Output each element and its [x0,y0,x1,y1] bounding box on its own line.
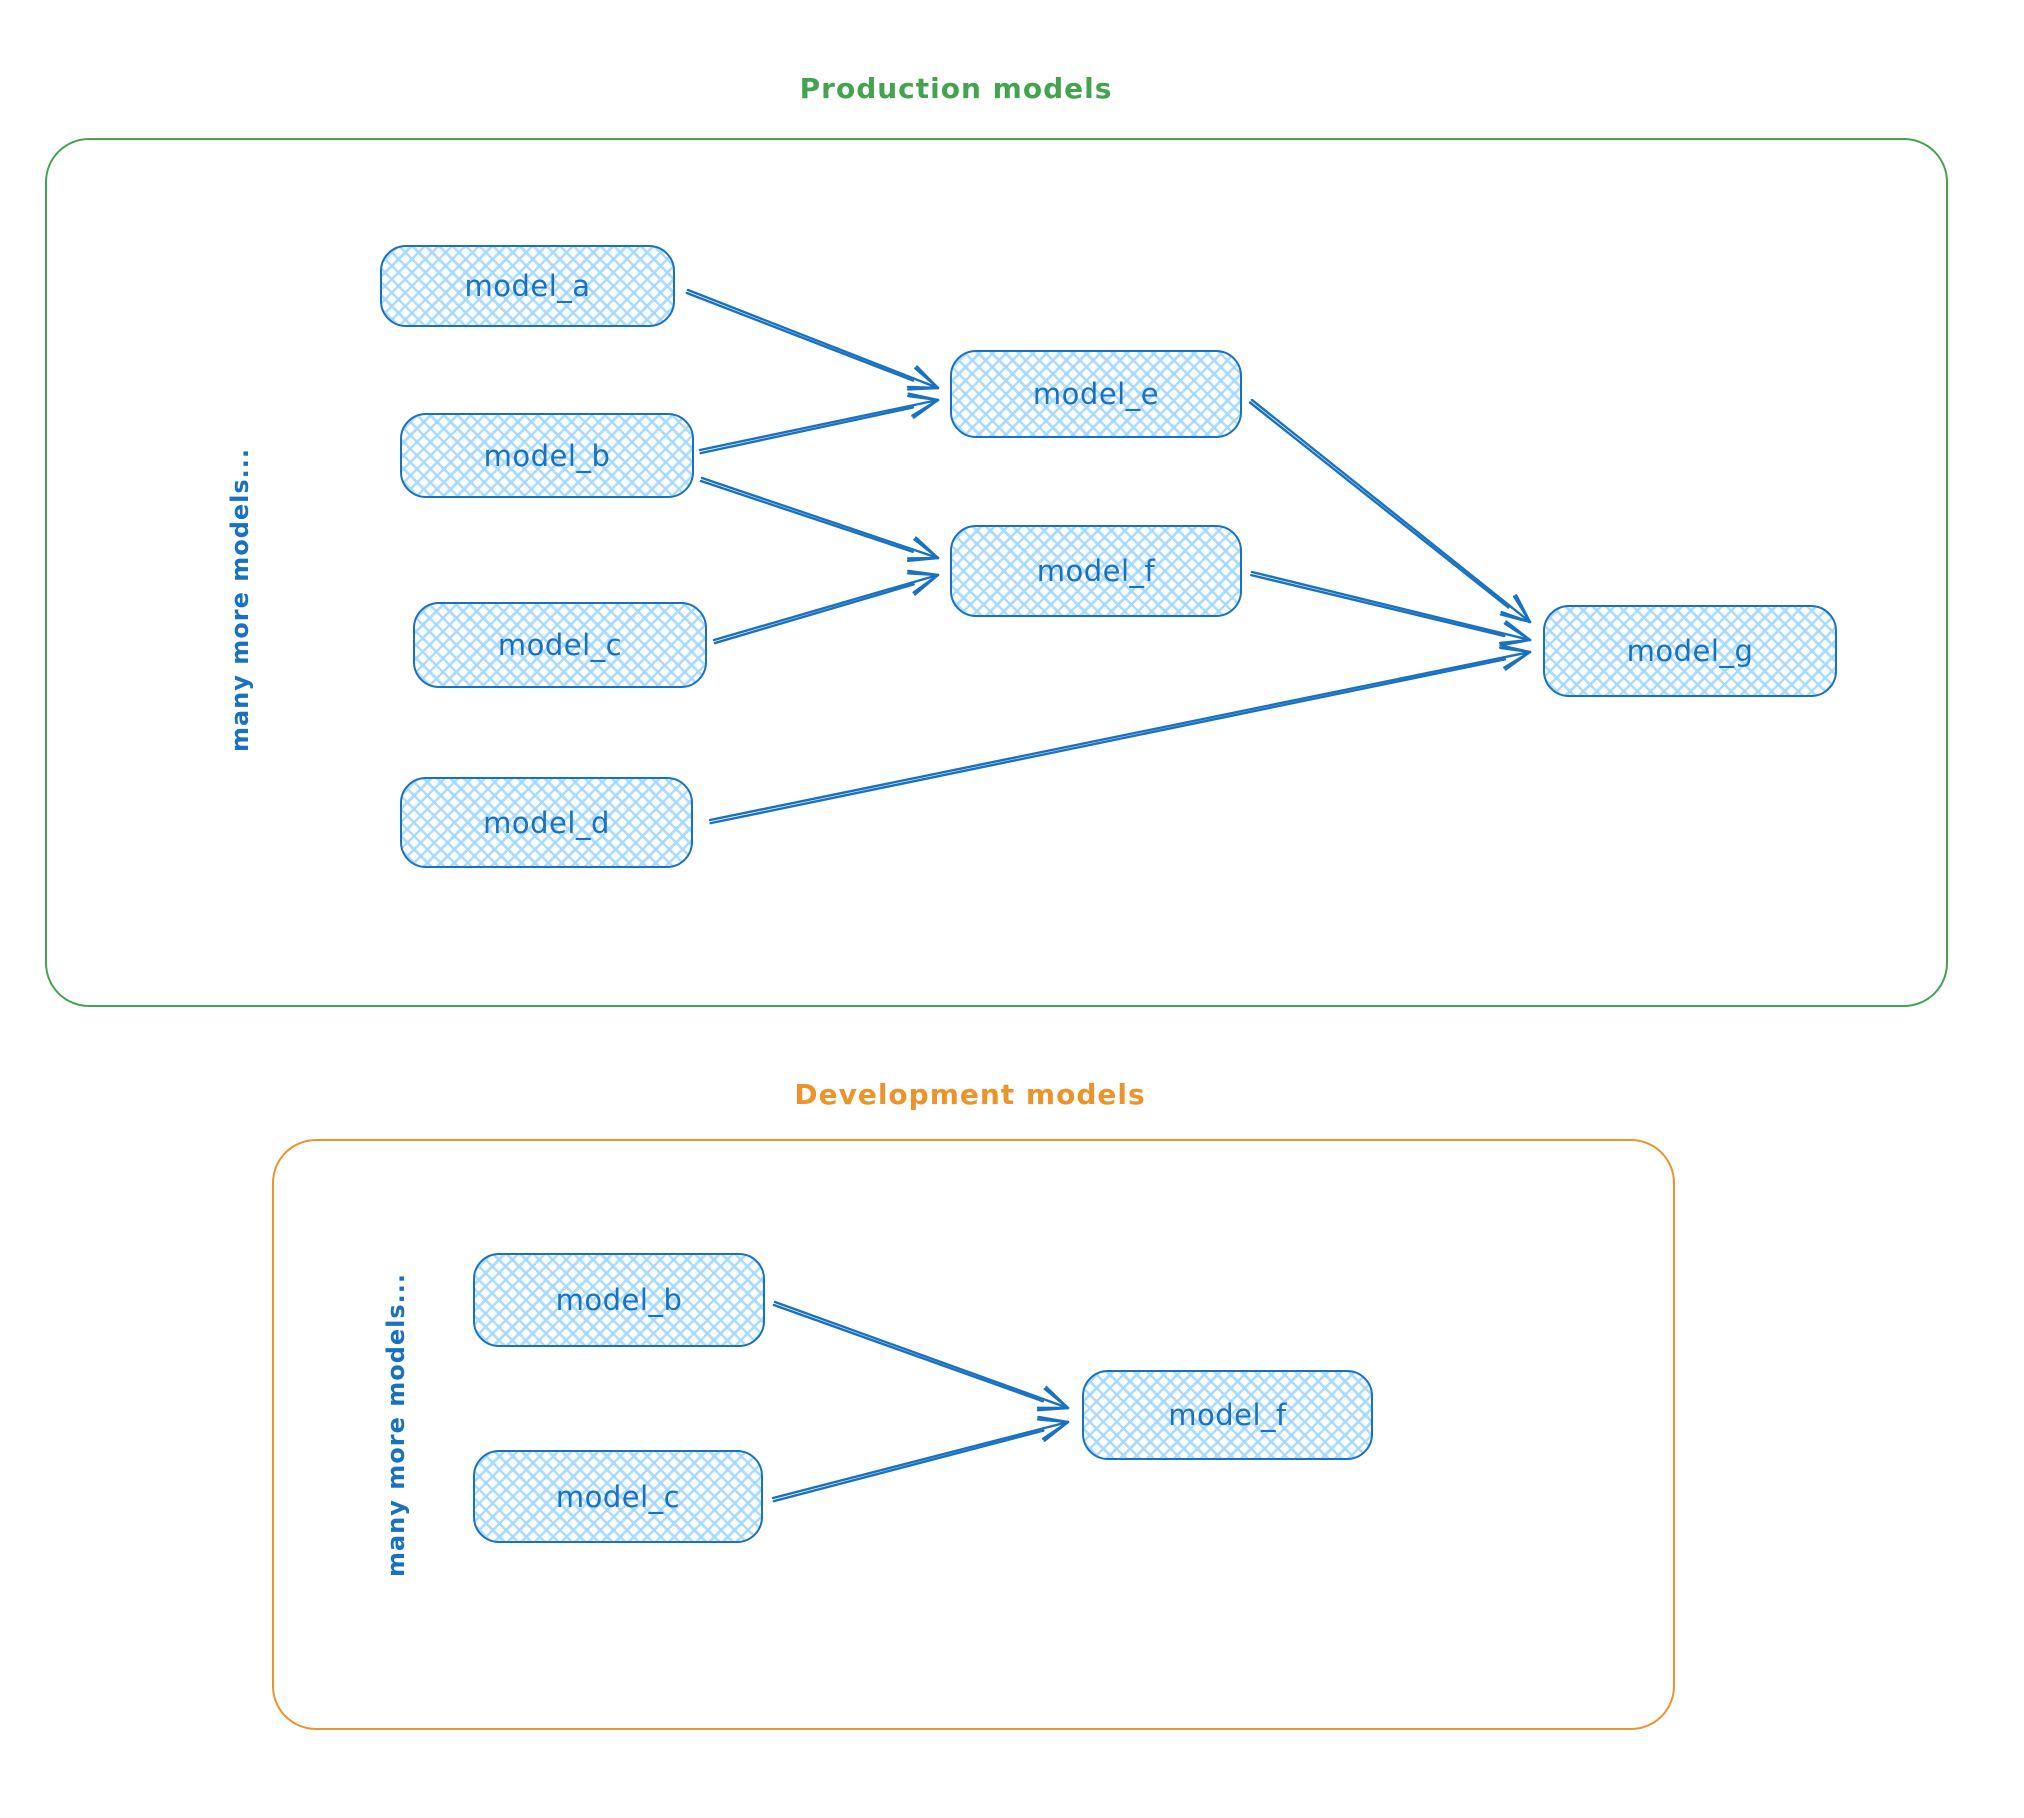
development-frame [272,1139,1675,1730]
node-model_d: model_d [400,777,693,868]
node-label: model_g [1626,634,1754,668]
node-label: model_d [483,805,610,840]
node-label: model_b [555,1283,683,1317]
node-label: model_a [464,269,591,303]
node-label: model_f [1168,1398,1287,1432]
node-dev_model_b: model_b [473,1253,765,1347]
node-model_e: model_e [950,350,1242,438]
node-dev_model_f: model_f [1082,1370,1373,1460]
node-model_g: model_g [1543,605,1837,697]
node-dev_model_c: model_c [473,1450,763,1543]
node-model_f: model_f [950,525,1242,617]
node-label: model_f [1036,554,1156,588]
development-title: Development models [794,1078,1146,1111]
development-side-label: many more models... [382,1272,410,1578]
production-title: Production models [799,72,1113,105]
node-label: model_c [497,628,623,662]
production-side-label: many more models... [226,447,254,753]
node-model_b: model_b [400,413,694,498]
node-model_a: model_a [380,245,675,327]
production-frame [45,138,1948,1007]
node-label: model_e [1032,377,1160,411]
node-label: model_b [483,438,611,473]
node-model_c: model_c [413,602,707,688]
node-label: model_c [555,1479,681,1514]
